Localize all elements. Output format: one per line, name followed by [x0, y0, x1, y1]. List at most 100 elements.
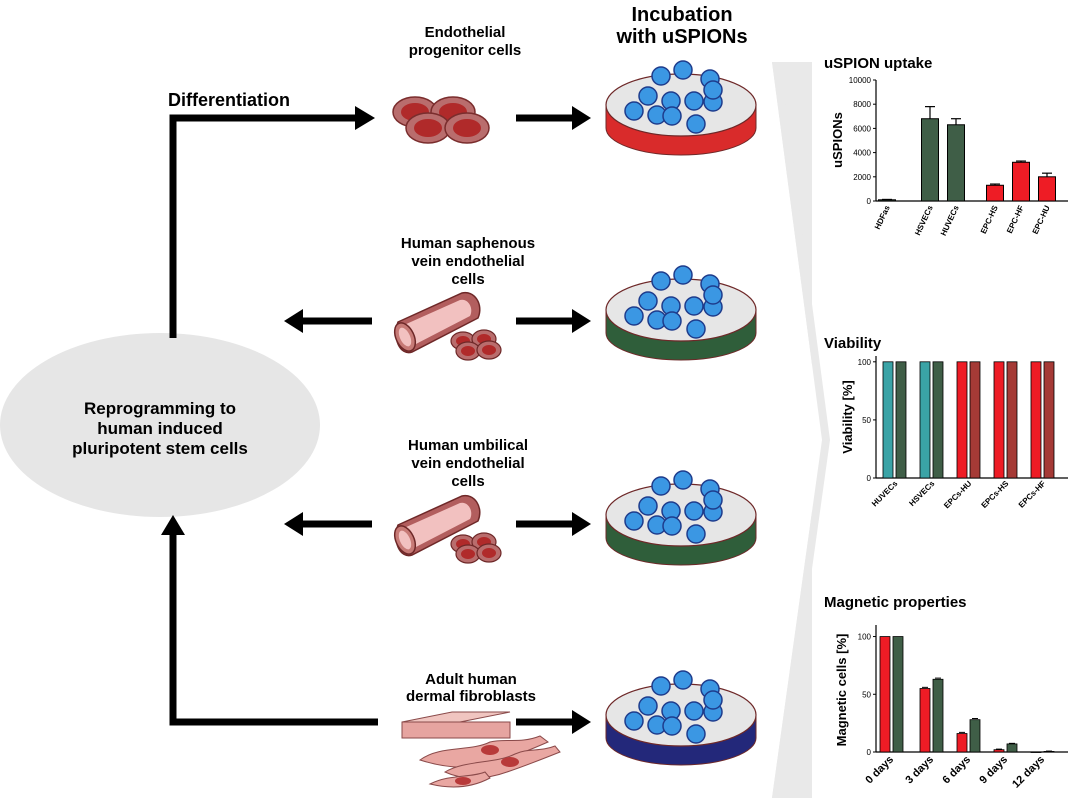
culture-dishes [605, 60, 757, 766]
uspion-particle [703, 690, 723, 710]
svg-text:vein endothelial: vein endothelial [411, 253, 524, 270]
hsvec-vessel-illustration [393, 291, 502, 361]
uptake-chart-title: uSPION uptake [824, 55, 932, 72]
uspion-particle [686, 319, 706, 339]
ipsc-label-line-3: pluripotent stem cells [72, 439, 248, 458]
differentiation-arrow [169, 114, 362, 338]
svg-text:cells: cells [451, 271, 484, 288]
magnetic-y-tick-label: 0 [867, 748, 872, 757]
viability-bar-EPCs-HF-0 [1030, 361, 1042, 479]
viability-bar-HSVECs-1 [932, 361, 944, 479]
uspion-particle [684, 701, 704, 721]
fibroblast-illustration [401, 711, 561, 788]
uspion-particle [624, 306, 644, 326]
magnetic-bar-0 days-1 [892, 636, 904, 753]
svg-text:Adult human: Adult human [425, 671, 517, 688]
uspion-particle [662, 311, 682, 331]
fibroblast-return-arrow [169, 530, 378, 726]
uspion-particle [673, 265, 693, 285]
uspion-particle [703, 80, 723, 100]
epc-cells-illustration [392, 96, 490, 144]
huvec-left-arrowhead [284, 512, 303, 536]
incubation-arrowhead-1 [572, 309, 591, 333]
uptake-y-tick-label: 6000 [853, 124, 871, 133]
uspion-particle [684, 501, 704, 521]
uspion-particle [686, 724, 706, 744]
incubation-title-line-2: with uSPIONs [615, 26, 747, 48]
viability-chart-ylabel: Viability [%] [840, 380, 855, 453]
ipsc-ellipse [0, 333, 320, 517]
viability-bar-HUVECs-0 [882, 361, 894, 479]
uspion-particle [662, 716, 682, 736]
magnetic-y-tick-label: 100 [858, 633, 872, 642]
uspion-particle [673, 470, 693, 490]
differentiation-arrowhead [355, 106, 375, 130]
uspion-particle [703, 490, 723, 510]
huvec-vessel-illustration [393, 494, 502, 564]
uptake-chart-ylabel: uSPIONs [830, 112, 845, 168]
svg-text:cells: cells [451, 473, 484, 490]
magnetic-bar-6 days-1 [969, 719, 981, 753]
viability-bar-EPCs-HS-0 [993, 361, 1005, 479]
culture-dish-2 [605, 470, 757, 566]
incubation-arrowhead-3 [572, 710, 591, 734]
uspion-particle [684, 91, 704, 111]
uptake-y-tick-label: 8000 [853, 100, 871, 109]
uspion-particle [624, 711, 644, 731]
svg-text:Endothelial: Endothelial [425, 24, 506, 41]
uspion-particle [638, 291, 658, 311]
fibroblast-return-arrowhead [161, 515, 185, 535]
uptake-bar-EPC-HS [986, 184, 1004, 202]
magnetic-bar-6 days-0 [956, 733, 968, 753]
huvec-label: Human umbilical vein endothelial cells [408, 437, 528, 490]
uptake-y-tick-label: 10000 [849, 76, 872, 85]
incubation-title-line-1: Incubation [631, 4, 732, 26]
magnetic-bar-12 days-0 [1030, 751, 1042, 753]
uptake-y-tick-label: 4000 [853, 149, 871, 158]
uspion-particle [686, 114, 706, 134]
magnetic-bar-3 days-0 [919, 688, 931, 753]
uptake-y-tick-label: 2000 [853, 173, 871, 182]
incubation-arrowhead-0 [572, 106, 591, 130]
ipsc-label-line-1: Reprogramming to [84, 399, 236, 418]
viability-bar-EPCs-HS-1 [1006, 361, 1018, 479]
uspion-particle [624, 101, 644, 121]
uspion-particle [684, 296, 704, 316]
viability-bar-EPCs-HU-0 [956, 361, 968, 479]
svg-text:Human saphenous: Human saphenous [401, 235, 535, 252]
hsvec-label: Human saphenous vein endothelial cells [401, 235, 535, 288]
differentiation-label: Differentiation [168, 90, 290, 110]
viability-y-tick-label: 50 [862, 416, 871, 425]
magnetic-bar-3 days-1 [932, 678, 944, 753]
uspion-particle [651, 66, 671, 86]
uspion-particle [662, 106, 682, 126]
fibroblast-label: Adult human dermal fibroblasts [406, 671, 536, 705]
magnetic-bar-0 days-0 [879, 636, 891, 753]
ipsc-label-line-2: human induced [97, 419, 223, 438]
magnetic-chart-title: Magnetic properties [824, 594, 967, 611]
uptake-bar-EPC-HF [1012, 161, 1030, 202]
uspion-particle [638, 696, 658, 716]
culture-dish-3 [605, 670, 757, 766]
uptake-y-tick-label: 0 [867, 197, 872, 206]
incubation-arrowhead-2 [572, 512, 591, 536]
svg-text:progenitor cells: progenitor cells [409, 42, 522, 59]
viability-y-tick-label: 100 [858, 358, 872, 367]
magnetic-chart-ylabel: Magnetic cells [%] [834, 634, 849, 747]
culture-dish-0 [605, 60, 757, 156]
viability-bar-HUVECs-1 [895, 361, 907, 479]
uspion-particle [686, 524, 706, 544]
uptake-bar-EPC-HU [1038, 176, 1056, 202]
uspion-particle [673, 60, 693, 80]
svg-text:vein endothelial: vein endothelial [411, 455, 524, 472]
viability-y-tick-label: 0 [867, 474, 872, 483]
magnetic-bar-9 days-1 [1006, 743, 1018, 753]
epc-label: Endothelial progenitor cells [409, 24, 522, 59]
magnetic-bar-9 days-0 [993, 749, 1005, 753]
uspion-particle [651, 676, 671, 696]
uspion-particle [638, 496, 658, 516]
viability-bar-HSVECs-0 [919, 361, 931, 479]
uspion-particle [624, 511, 644, 531]
